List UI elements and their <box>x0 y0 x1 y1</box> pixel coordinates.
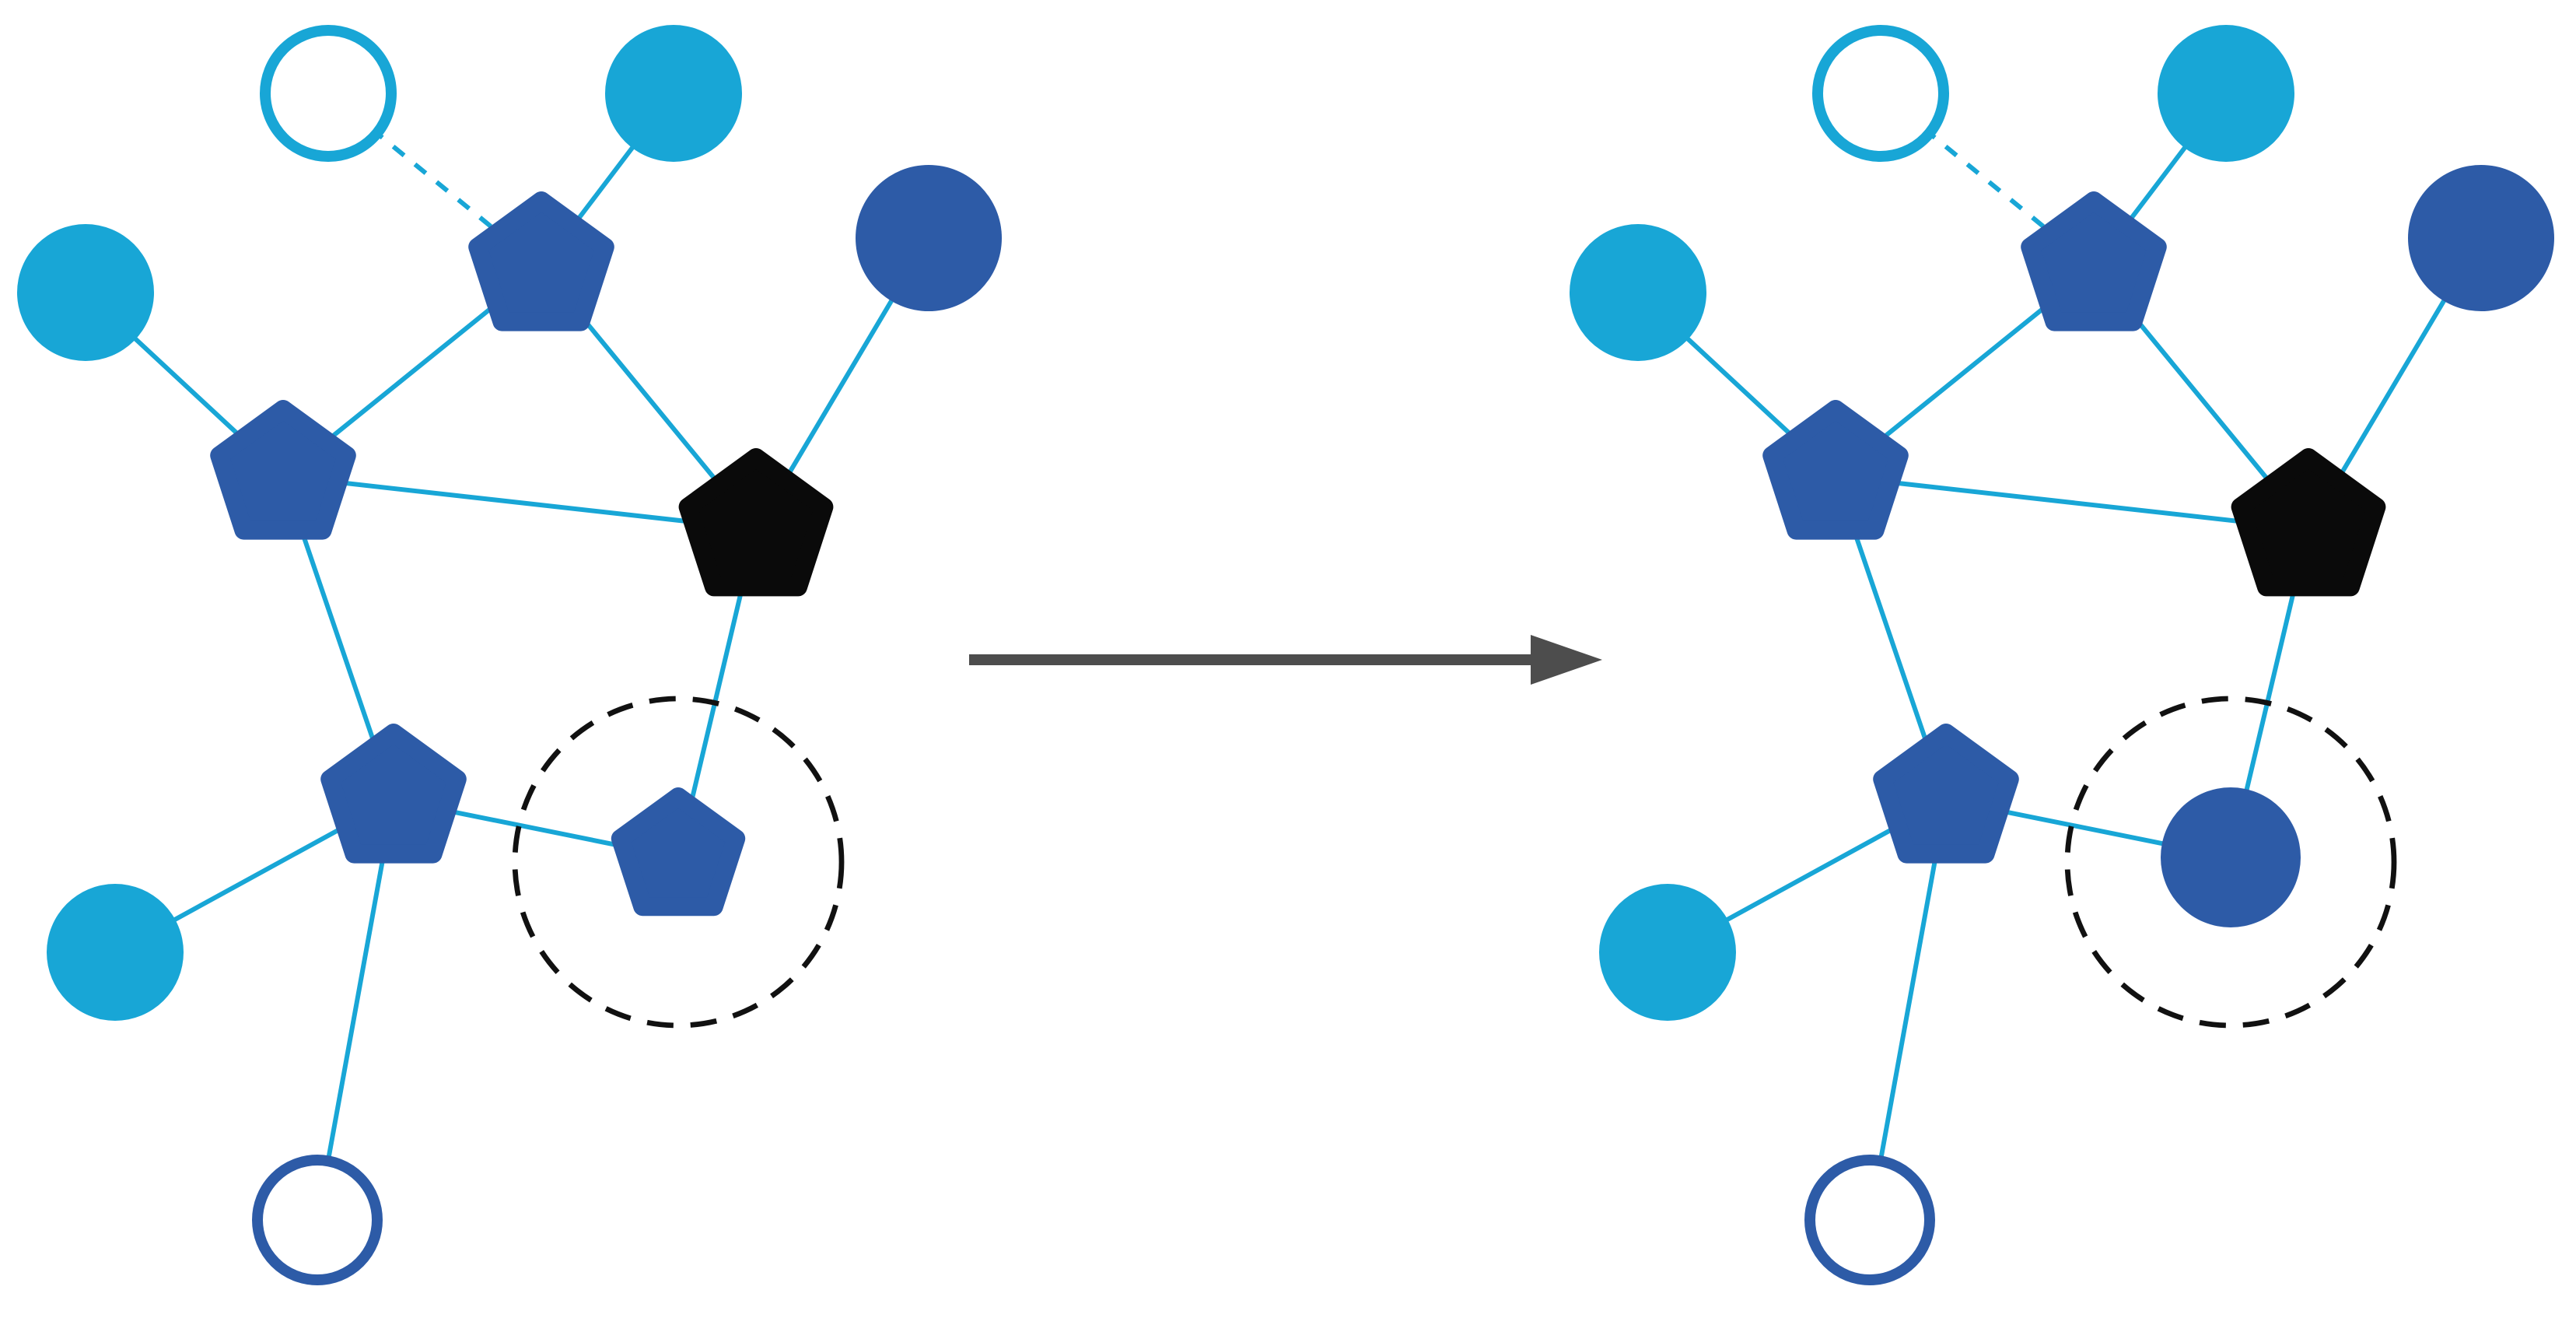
node-after-blue-circle-center-highlighted <box>2161 787 2301 927</box>
node-before-cyan-circle-left <box>17 224 154 361</box>
node-after-cyan-circle-top <box>2158 25 2294 162</box>
node-after-pentagon-top <box>2021 191 2167 331</box>
edge-after-pentagon-lower--outlined-blue-circle-bottom <box>1867 799 1948 1221</box>
node-before-outlined-cyan-circle <box>260 25 397 162</box>
node-after-blue-circle-topright <box>2408 165 2554 311</box>
highlight-dashed-circle-after <box>2064 696 2397 1029</box>
node-before-pentagon-top <box>468 191 614 331</box>
edge-before-pentagon-lower--outlined-blue-circle-bottom <box>315 799 396 1221</box>
edge-after-pentagon-left--pentagon-black <box>1835 474 2309 531</box>
node-before-pentagon-left <box>210 400 356 540</box>
node-after-pentagon-black <box>2231 448 2386 597</box>
node-before-cyan-circle-lowerleft <box>47 884 184 1021</box>
node-before-pentagon-black <box>678 448 834 597</box>
highlight-dashed-circle-before <box>512 696 845 1029</box>
node-after-cyan-circle-left <box>1570 224 1706 361</box>
graph-panel-before <box>17 25 1002 1285</box>
graph-panel-after <box>1570 25 2554 1285</box>
node-before-outlined-blue-circle-bottom <box>252 1155 383 1285</box>
edge-before-pentagon-left--pentagon-black <box>282 474 757 531</box>
transform-arrow-head <box>1531 635 1602 685</box>
node-before-pentagon-lower <box>320 724 467 864</box>
node-after-outlined-blue-circle-bottom <box>1804 1155 1935 1285</box>
node-after-cyan-circle-lowerleft <box>1599 884 1736 1021</box>
node-before-blue-circle-topright <box>856 165 1002 311</box>
node-before-cyan-circle-top <box>605 25 742 162</box>
transform-arrow <box>969 635 1602 685</box>
node-after-outlined-cyan-circle <box>1812 25 1949 162</box>
node-after-pentagon-left <box>1762 400 1909 540</box>
node-after-pentagon-lower <box>1873 724 2019 864</box>
node-before-pentagon-center-highlighted <box>611 787 746 917</box>
